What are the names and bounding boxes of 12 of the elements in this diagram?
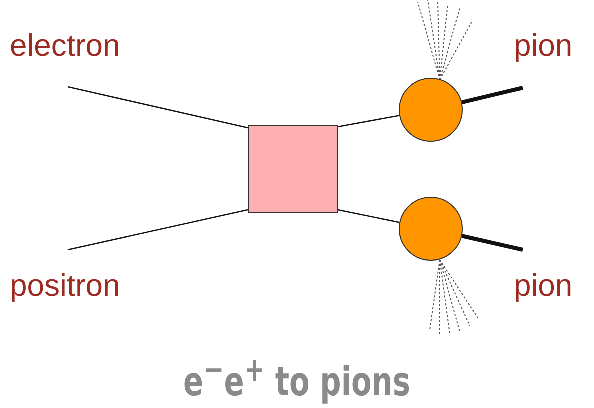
line	[68, 209, 248, 251]
particle-label: electron	[10, 28, 120, 64]
diagram-title: e$^{−}$e$^{+}$ to pions	[184, 349, 410, 406]
line	[68, 86, 248, 129]
particle-label: pion	[514, 28, 573, 64]
particle-label: pion	[514, 268, 573, 304]
line	[338, 209, 400, 224]
particle-label: positron	[10, 268, 120, 304]
thick-line	[462, 234, 524, 252]
line	[338, 115, 400, 128]
square-box	[248, 125, 338, 213]
thick-line	[462, 86, 524, 104]
